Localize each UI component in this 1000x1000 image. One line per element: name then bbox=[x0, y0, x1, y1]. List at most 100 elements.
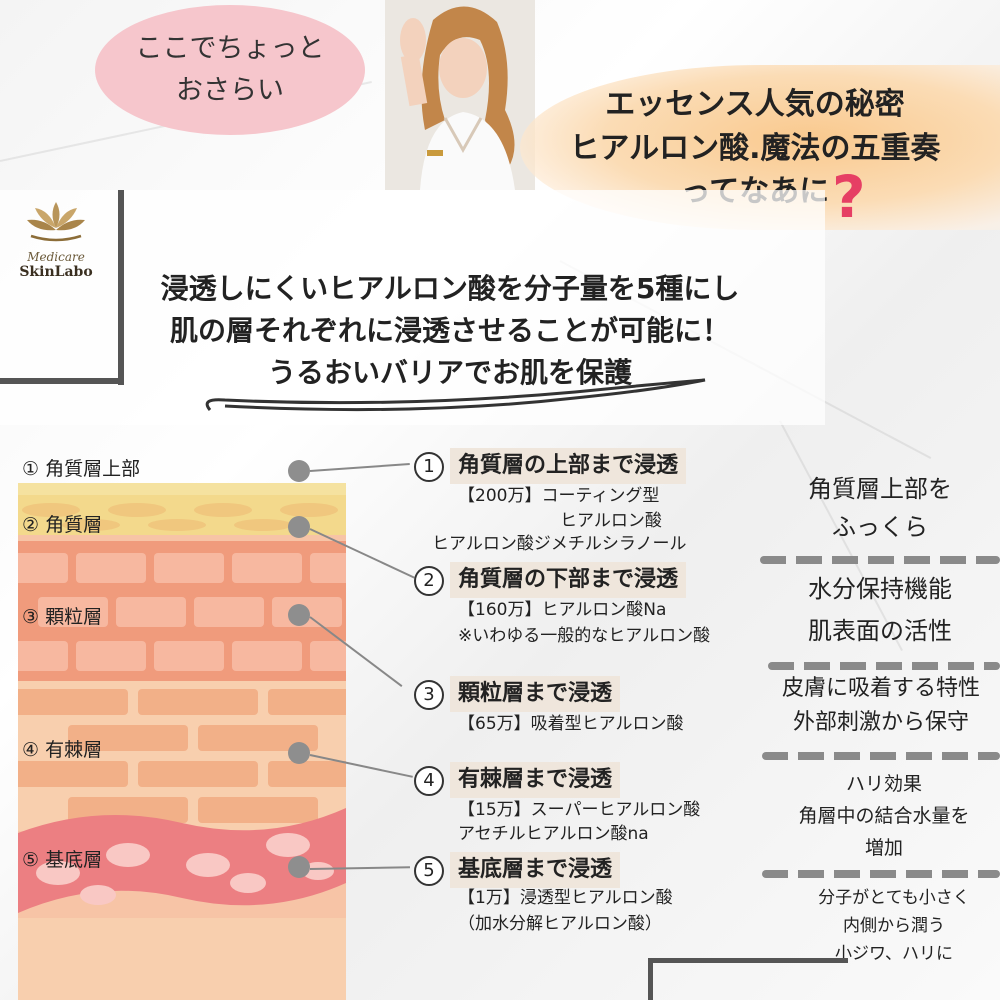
frame-line bbox=[648, 958, 848, 963]
cell bbox=[310, 641, 346, 671]
layer-label: ① 角質層上部 bbox=[22, 458, 141, 480]
intro-text: 浸透しにくいヒアルロン酸を分子量を5種にし 肌の層それぞれに浸透させることが可能… bbox=[120, 268, 780, 394]
effect-line: 皮膚に吸着する特性 bbox=[781, 676, 980, 701]
effect-block: 角質層上部を ふっくら bbox=[780, 470, 980, 546]
presenter-photo bbox=[385, 0, 535, 190]
leader-line bbox=[309, 866, 411, 870]
basal-layer bbox=[18, 808, 346, 913]
layer-marker-dot bbox=[288, 460, 310, 482]
stage-title: 角質層の上部まで浸透 bbox=[450, 448, 687, 484]
frame-line bbox=[118, 190, 124, 385]
swoosh-underline bbox=[205, 378, 706, 412]
dashed-divider bbox=[762, 870, 1000, 878]
cell bbox=[62, 519, 120, 531]
intro-line: 浸透しにくいヒアルロン酸を分子量を5種にし bbox=[160, 272, 740, 305]
cell bbox=[234, 519, 292, 531]
stage-detail: ※いわゆる一般的なヒアルロン酸 bbox=[458, 626, 711, 646]
dermis bbox=[18, 918, 346, 1000]
effect-line: ハリ効果 bbox=[845, 773, 922, 795]
cell bbox=[194, 503, 252, 517]
stratum-corneum-top bbox=[18, 483, 346, 495]
cell bbox=[310, 553, 346, 583]
layer-marker-dot bbox=[288, 856, 310, 878]
cell bbox=[198, 797, 318, 823]
cell bbox=[18, 553, 68, 583]
headline-line: エッセンス人気の秘密 bbox=[605, 87, 905, 122]
stage-number: 3 bbox=[414, 680, 444, 710]
layer-marker-dot bbox=[288, 604, 310, 626]
cell bbox=[22, 503, 80, 517]
cell bbox=[138, 761, 258, 787]
crown-lotus-logo-icon bbox=[27, 202, 85, 242]
cell bbox=[18, 641, 68, 671]
cell bbox=[68, 725, 188, 751]
stage-detail: 【15万】スーパーヒアルロン酸 bbox=[458, 800, 701, 820]
brand-logo: Medicare SkinLabo bbox=[18, 198, 94, 290]
stage-title: 顆粒層まで浸透 bbox=[450, 676, 621, 712]
cell bbox=[154, 553, 224, 583]
layer-marker-dot bbox=[288, 742, 310, 764]
effect-block: 皮膚に吸着する特性 外部刺激から保守 bbox=[762, 672, 1000, 740]
stage-number: 2 bbox=[414, 566, 444, 596]
intro-line: うるおいバリアでお肌を保護 bbox=[267, 356, 632, 389]
skin-diagram bbox=[18, 483, 346, 1000]
headline-line: ヒアルロン酸.魔法の五重奏 bbox=[569, 130, 941, 166]
dashed-divider bbox=[768, 662, 1000, 670]
stage-number: 1 bbox=[414, 452, 444, 482]
stage-detail: 【200万】コーティング型 bbox=[458, 486, 660, 506]
speech-bubble-line: ここでちょっと bbox=[135, 33, 325, 65]
leader-line bbox=[309, 463, 410, 472]
cell bbox=[268, 689, 346, 715]
effect-line: 増加 bbox=[864, 837, 903, 859]
stage-title: 有棘層まで浸透 bbox=[450, 762, 621, 798]
headline: エッセンス人気の秘密 ヒアルロン酸.魔法の五重奏 ってなあに bbox=[520, 83, 990, 214]
logo-text-bottom: SkinLabo bbox=[19, 264, 93, 280]
stage-detail: ヒアルロン酸ジメチルシラノール bbox=[432, 534, 687, 554]
effect-block: ハリ効果 角層中の結合水量を 増加 bbox=[778, 768, 990, 864]
effect-line: 角質層上部を bbox=[808, 475, 952, 503]
cell bbox=[18, 761, 128, 787]
effect-block: 水分保持機能 肌表面の活性 bbox=[780, 568, 980, 652]
effect-line: 肌表面の活性 bbox=[808, 617, 952, 645]
cell bbox=[76, 553, 146, 583]
dashed-divider bbox=[762, 752, 1000, 760]
layer-label: ② 角質層 bbox=[22, 514, 103, 536]
dashed-divider bbox=[760, 556, 1000, 564]
cell bbox=[108, 503, 166, 517]
cell bbox=[18, 689, 128, 715]
layer-label: ③ 顆粒層 bbox=[22, 606, 103, 628]
layer-marker-dot bbox=[288, 516, 310, 538]
effect-line: ふっくら bbox=[832, 513, 928, 541]
cell bbox=[148, 519, 206, 531]
frame-line bbox=[648, 958, 653, 1000]
stage-detail: 【1万】浸透型ヒアルロン酸 bbox=[458, 888, 673, 908]
question-mark-icon: ? bbox=[832, 163, 866, 231]
intro-line: 肌の層それぞれに浸透させることが可能に！ bbox=[169, 314, 730, 347]
effect-line: 角層中の結合水量を bbox=[798, 805, 970, 827]
effect-line: 外部刺激から保守 bbox=[792, 710, 969, 735]
layer-label: ⑤ 基底層 bbox=[22, 849, 103, 871]
stage-number: 5 bbox=[414, 856, 444, 886]
frame-line bbox=[0, 378, 124, 384]
logo-text-top: Medicare bbox=[27, 250, 85, 264]
intro-panel bbox=[0, 190, 825, 425]
effect-block: 分子がとても小さく 内側から潤う 小ジワ、ハリに bbox=[794, 884, 994, 968]
stage-number: 4 bbox=[414, 766, 444, 796]
cell bbox=[232, 553, 302, 583]
speech-bubble-line: おさらい bbox=[176, 75, 284, 106]
speech-bubble: ここでちょっと おさらい bbox=[95, 5, 365, 135]
cell bbox=[38, 597, 108, 627]
cell bbox=[116, 597, 186, 627]
stage-detail: （加水分解ヒアルロン酸） bbox=[458, 914, 662, 934]
stage-detail: ヒアルロン酸 bbox=[560, 511, 662, 531]
cell bbox=[280, 503, 338, 517]
cell bbox=[76, 641, 146, 671]
cell bbox=[138, 689, 258, 715]
stage-title: 基底層まで浸透 bbox=[450, 852, 621, 888]
cell bbox=[194, 597, 264, 627]
effect-line: 小ジワ、ハリに bbox=[835, 944, 953, 964]
effect-line: 内側から潤う bbox=[843, 916, 945, 936]
layer-label: ④ 有棘層 bbox=[22, 739, 103, 761]
cell bbox=[154, 641, 224, 671]
stage-detail: アセチルヒアルロン酸na bbox=[458, 824, 649, 844]
